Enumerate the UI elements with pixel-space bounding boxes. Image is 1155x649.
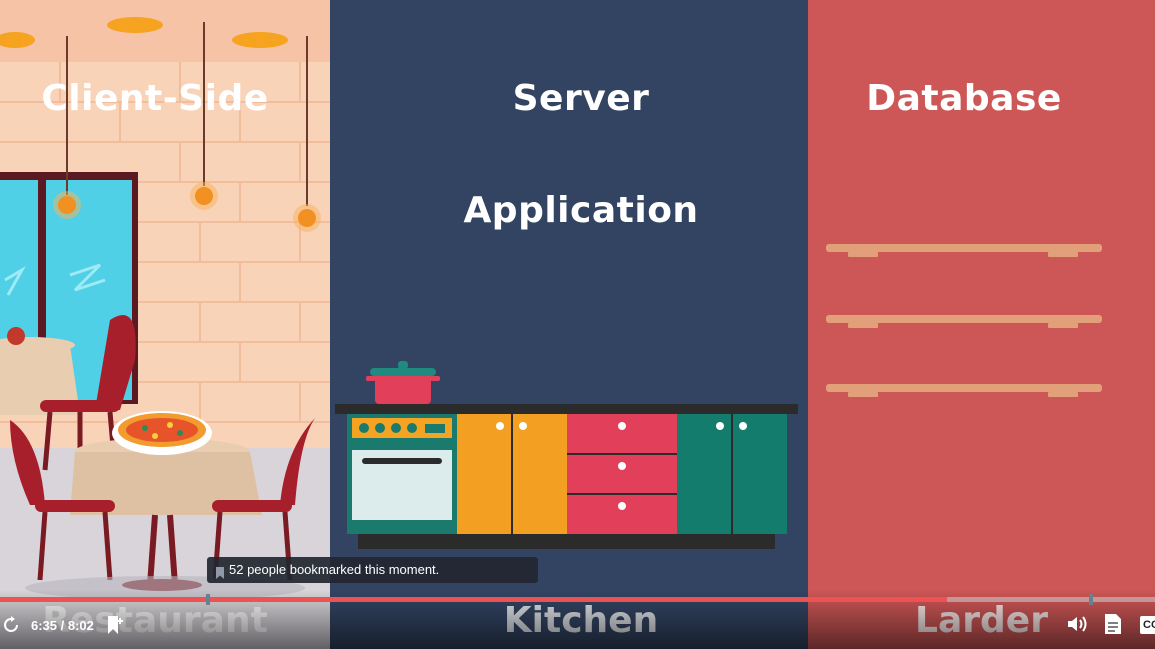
- server-heading: Server: [512, 78, 650, 119]
- bookmark-add-icon: [108, 616, 123, 634]
- transcript-button[interactable]: [1104, 613, 1124, 637]
- progress-bar[interactable]: [0, 594, 1155, 605]
- progress-fill: [0, 597, 948, 602]
- larder-label: Larder: [915, 600, 1048, 641]
- server-panel: [330, 0, 808, 649]
- replay-button[interactable]: [2, 616, 22, 636]
- progress-handle[interactable]: [1089, 594, 1094, 605]
- volume-icon: [1068, 616, 1087, 632]
- client-side-heading: Client-Side: [41, 78, 269, 119]
- kitchen-label: Kitchen: [503, 600, 659, 641]
- volume-button[interactable]: [1066, 614, 1090, 636]
- bookmark-icon: [215, 563, 225, 589]
- kitchen-illustration: [335, 361, 798, 549]
- application-heading: Application: [463, 190, 699, 231]
- transcript-icon: [1105, 614, 1121, 634]
- time-display: 6:35 / 8:02: [31, 618, 94, 633]
- bookmark-button[interactable]: [104, 614, 126, 636]
- captions-button[interactable]: CC: [1140, 616, 1155, 634]
- larder-shelves-illustration: [826, 244, 1102, 397]
- replay-icon: [4, 616, 18, 632]
- database-panel: [808, 0, 1155, 649]
- bookmark-marker[interactable]: [205, 594, 210, 605]
- bookmark-tooltip: 52 people bookmarked this moment.: [207, 557, 538, 583]
- bookmark-tooltip-text: 52 people bookmarked this moment.: [229, 562, 440, 577]
- database-heading: Database: [866, 78, 1062, 119]
